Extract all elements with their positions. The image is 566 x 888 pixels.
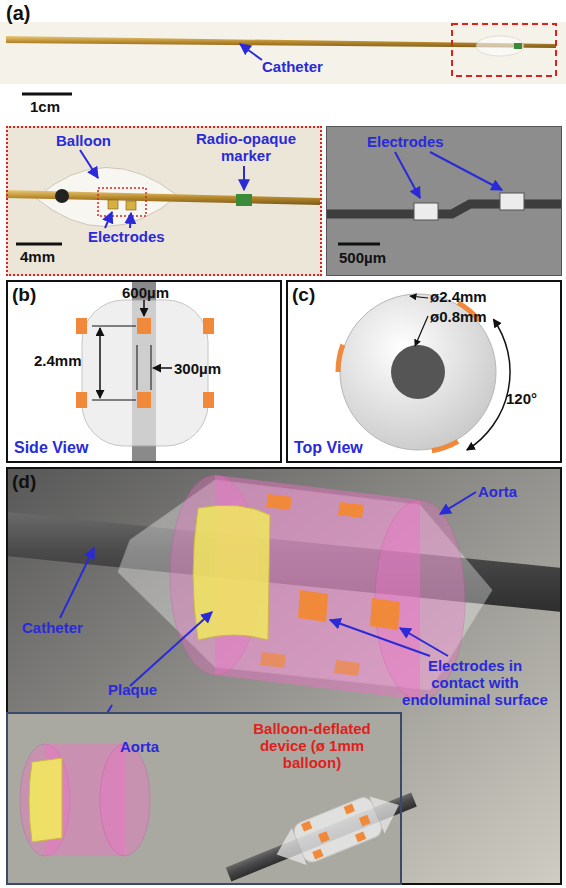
dimension: 2.4mm [34, 352, 82, 369]
inset-panel: Aorta Balloon-deflated device (ø 1mm ball… [6, 712, 402, 885]
dimension: 120° [506, 390, 537, 407]
scale-label: 4mm [20, 248, 55, 265]
panel: (b) 600µm 2.4mm 300µmSide View [6, 280, 282, 463]
panel-label: (d) [12, 471, 36, 493]
catheter-photo [0, 22, 566, 94]
part-label: Balloon [56, 132, 111, 149]
part-label: Plaque [108, 681, 157, 698]
part-label: Electrodes [367, 133, 444, 150]
top-view-drawing [338, 294, 510, 451]
dimension: 300µm [174, 360, 221, 377]
part-label: Catheter [262, 58, 323, 75]
panel: (d)AortaCatheterPlaqueElectrodes in cont… [6, 467, 562, 885]
photo-inset: Balloon Radio-opaque markerElectrodes 4mm [6, 126, 322, 276]
view-title: Top View [294, 438, 363, 457]
panel: (c) ø2.4mm ø0.8mm 120° Top View [286, 280, 562, 463]
part-label: Electrodes [88, 228, 165, 245]
balloon-photo [6, 126, 322, 276]
part-label: Catheter [22, 619, 83, 636]
sem-inset: Electrodes 500µm [326, 126, 562, 276]
part-label: Electrodes in contact with endoluminal s… [400, 657, 550, 708]
part-label: Aorta [478, 483, 517, 500]
panel-label: (c) [292, 284, 315, 306]
view-title: Side View [14, 438, 88, 457]
scale-label: 1cm [30, 98, 60, 115]
deflated-inset-illustration [6, 712, 422, 888]
panel-label: (a) [6, 2, 30, 25]
sem-image [326, 126, 562, 276]
panel-label: (b) [12, 284, 36, 306]
inset-title: Balloon-deflated device (ø 1mm balloon) [232, 720, 392, 771]
dimension: ø2.4mm [430, 288, 487, 305]
dimension: ø0.8mm [430, 308, 487, 325]
part-label: Radio-opaque marker [184, 130, 308, 164]
part-label: Aorta [120, 738, 159, 755]
dimension: 600µm [122, 284, 169, 301]
aorta-illustration [6, 467, 562, 883]
scale-label: 500µm [339, 249, 386, 266]
